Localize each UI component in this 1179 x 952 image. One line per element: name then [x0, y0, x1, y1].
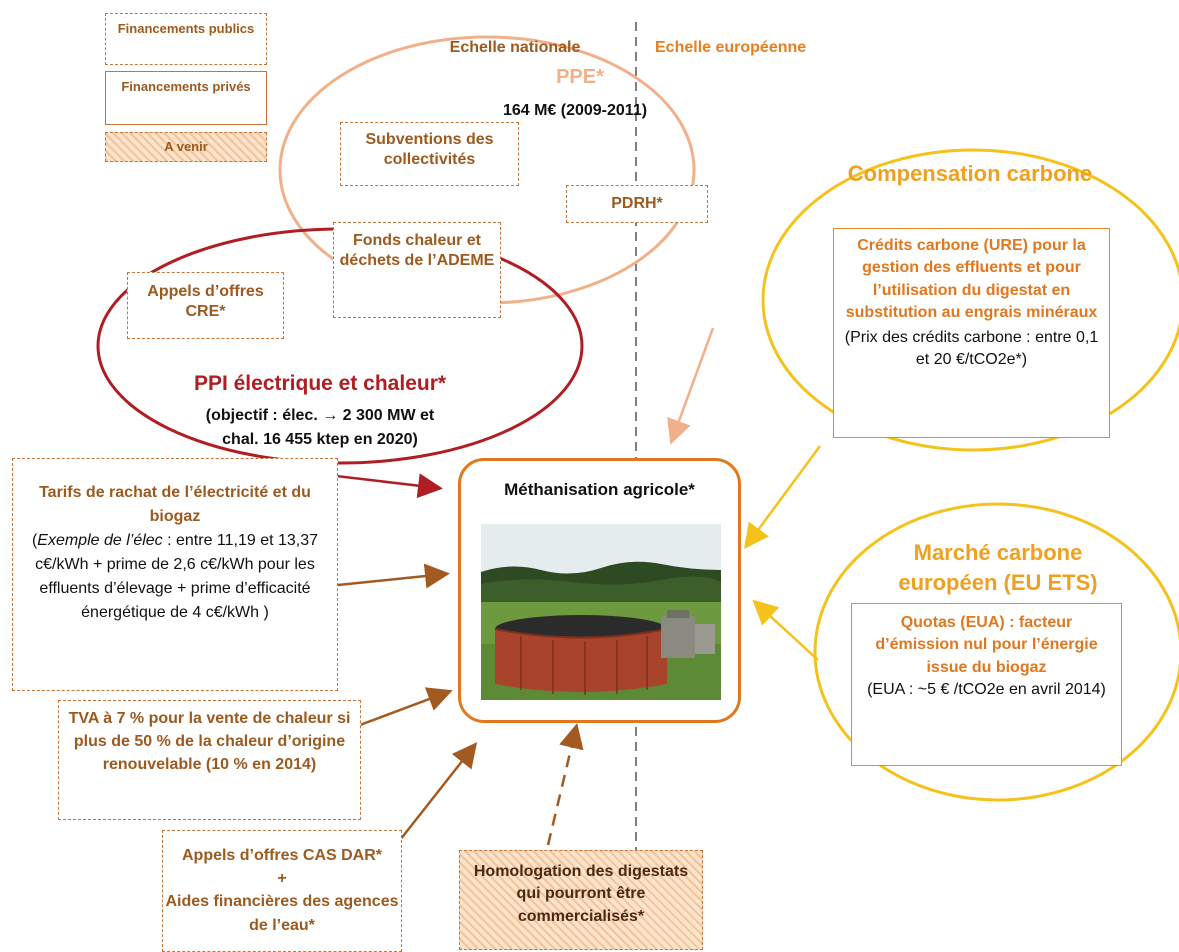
methanisation-title: Méthanisation agricole*	[504, 480, 695, 499]
legend-private-box: Financements privés	[105, 71, 267, 125]
arrow-tva	[359, 687, 453, 727]
arrow-tarifs	[337, 563, 450, 589]
casdar-plus: +	[277, 870, 287, 888]
tarifs-example-text: : entre 11,19 et 13,37 c€/kWh + prime de…	[35, 532, 319, 621]
digester-photo	[481, 524, 721, 700]
ppi-objective-line1: (objectif : élec. → 2 300 MW et	[205, 407, 435, 424]
homologation-label: Homologation des digestats qui pourront …	[473, 863, 689, 925]
legend-future-label: A venir	[164, 139, 208, 154]
arrow-ppe	[667, 327, 715, 445]
arrow-casdar	[399, 742, 478, 841]
eu-ets-box: Quotas (EUA) : facteur d’émission nul po…	[851, 603, 1122, 766]
compensation-ellipse	[761, 148, 1179, 452]
arrow-compensation	[744, 445, 822, 550]
compensation-title: Compensation carbone	[847, 161, 1093, 186]
pdrh-box: PDRH*	[566, 185, 708, 223]
arrow-homologation	[546, 723, 584, 846]
subventions-box: Subventions des collectivités	[340, 122, 519, 186]
tarifs-title: Tarifs de rachat de l’électricité et du …	[39, 484, 311, 525]
tarifs-example-label: Exemple de l’élec	[37, 532, 163, 549]
tarifs-example: (Exemple de l’élec : entre 11,19 et 13,3…	[31, 532, 319, 621]
appels-cre-label: Appels d’offres CRE*	[147, 283, 264, 321]
fonds-box: Fonds chaleur et déchets de l’ADEME	[333, 222, 501, 318]
compensation-credits: Crédits carbone (URE) pour la gestion de…	[845, 237, 1098, 322]
pdrh-label: PDRH*	[611, 195, 663, 212]
appels-cre-box: Appels d’offres CRE*	[127, 272, 284, 339]
ppe-amount: 164 M€ (2009-2011)	[502, 102, 648, 119]
casdar-box: Appels d’offres CAS DAR* + Aides financi…	[162, 830, 402, 952]
casdar-line1: Appels d’offres CAS DAR*	[181, 847, 383, 864]
eu-ets-quotas: Quotas (EUA) : facteur d’émission nul po…	[875, 614, 1098, 676]
subventions-label: Subventions des collectivités	[365, 131, 494, 169]
fonds-label: Fonds chaleur et déchets de l’ADEME	[339, 232, 495, 270]
ppi-title: PPI électrique et chaleur*	[193, 372, 447, 395]
tva-box: TVA à 7 % pour la vente de chaleur si pl…	[58, 700, 361, 820]
eu-ets-price: (EUA : ~5 € /tCO2e en avril 2014)	[867, 681, 1106, 699]
homologation-box: Homologation des digestats qui pourront …	[459, 850, 703, 950]
compensation-price: (Prix des crédits carbone : entre 0,1 et…	[844, 328, 1099, 368]
legend-public-label: Financements publics	[117, 21, 255, 36]
compensation-box: Crédits carbone (URE) pour la gestion de…	[833, 228, 1110, 438]
legend-private-label: Financements privés	[121, 79, 251, 94]
eu-ets-title: Marché carbone européen (EU ETS)	[898, 540, 1098, 595]
methanisation-box: Méthanisation agricole*	[458, 458, 741, 723]
arrow-eu-ets	[752, 599, 819, 661]
legend-future-box: A venir	[105, 132, 267, 162]
eu-ets-ellipse	[813, 502, 1179, 802]
scale-european-label: Echelle européenne	[655, 39, 807, 56]
tarifs-box: Tarifs de rachat de l’électricité et du …	[12, 458, 338, 691]
ppi-objective-line2: chal. 16 455 ktep en 2020)	[222, 431, 418, 448]
tva-label: TVA à 7 % pour la vente de chaleur si pl…	[68, 710, 351, 774]
ppe-title: PPE*	[556, 66, 604, 88]
scale-national-label: Echelle nationale	[449, 39, 581, 56]
casdar-line2: Aides financières des agences de l’eau*	[165, 893, 399, 934]
legend-public-box: Financements publics	[105, 13, 267, 65]
